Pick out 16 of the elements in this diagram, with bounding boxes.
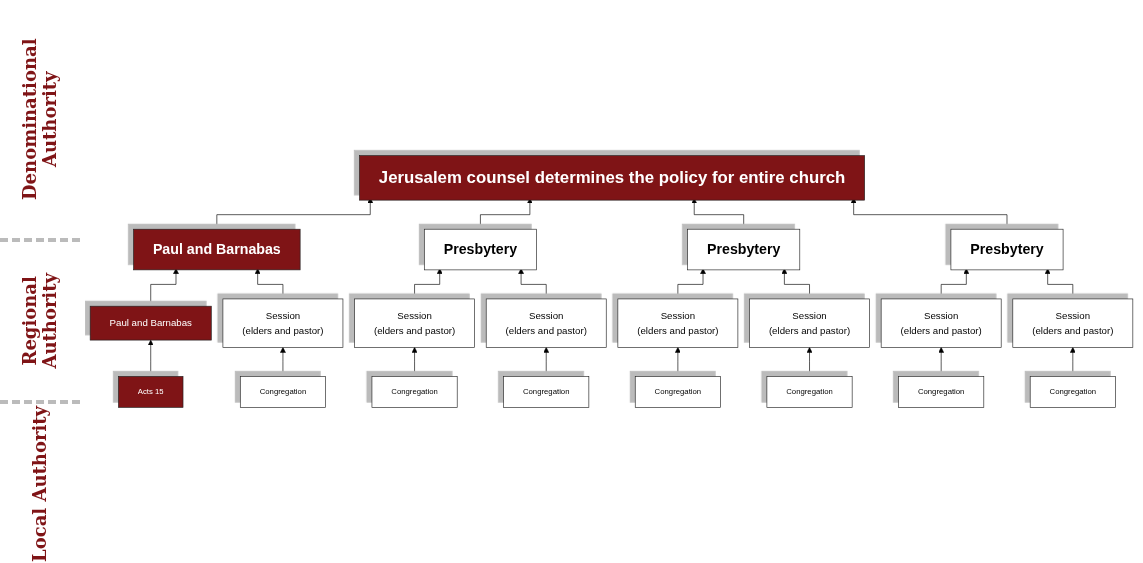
node-box: Session (elders and pastor) bbox=[880, 298, 1002, 348]
node-box: Jerusalem counsel determines the policy for entire church bbox=[359, 155, 865, 201]
node-box: Session (elders and pastor) bbox=[617, 298, 739, 348]
band-label: Regional Authority bbox=[20, 271, 60, 371]
node-box: Session (elders and pastor) bbox=[1012, 298, 1134, 348]
node-box: Session (elders and pastor) bbox=[222, 298, 344, 348]
node-box: Presbytery bbox=[687, 228, 801, 271]
band-label: Local Authority bbox=[30, 405, 50, 562]
node-box: Session (elders and pastor) bbox=[354, 298, 475, 348]
node-box: Session (elders and pastor) bbox=[749, 298, 870, 348]
node-box: Paul and Barnabas bbox=[89, 305, 212, 341]
band-label: Denominational Authority bbox=[20, 37, 60, 202]
node-box: Presbytery bbox=[950, 228, 1064, 271]
node-box: Presbytery bbox=[424, 228, 537, 271]
node-box: Paul and Barnabas bbox=[133, 228, 301, 271]
node-box: Session (elders and pastor) bbox=[485, 298, 607, 348]
